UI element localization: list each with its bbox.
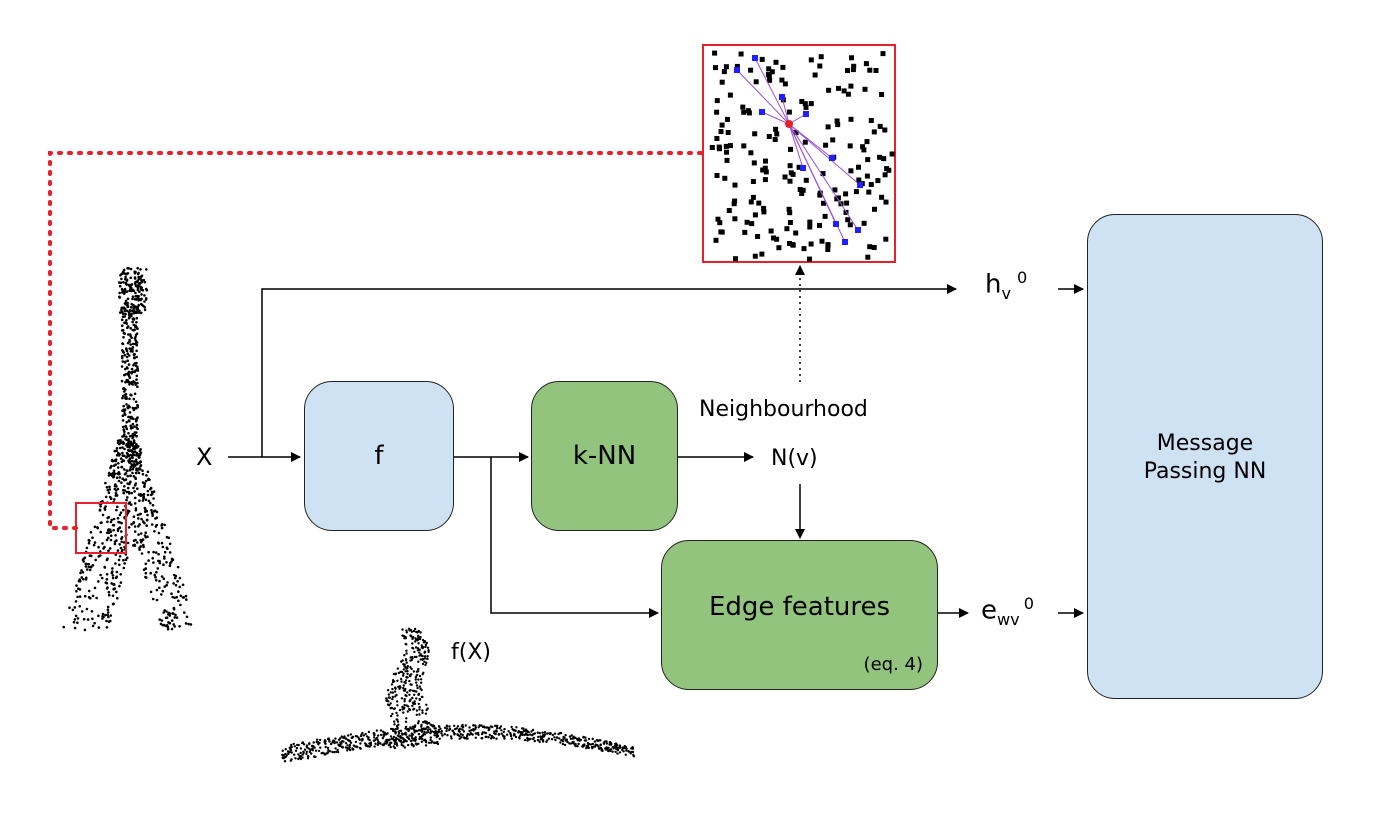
f-label: f xyxy=(374,441,384,471)
h-subscript: v xyxy=(1001,283,1012,303)
arrow-f-to-edge xyxy=(490,457,659,618)
zoom-connector xyxy=(48,151,705,530)
e-output-label: ewv0 xyxy=(981,594,1034,629)
guitar-point-cloud-icon xyxy=(62,266,193,632)
knn-box: k-NN xyxy=(531,381,678,531)
mpnn-label-line1: Message xyxy=(1156,431,1254,456)
fx-label: f(X) xyxy=(451,640,491,665)
mpnn-box: Message Passing NN xyxy=(1087,214,1323,699)
input-label: X xyxy=(196,443,213,471)
e-superscript: 0 xyxy=(1023,594,1034,613)
neighbourhood-label: Neighbourhood xyxy=(699,397,868,422)
edge-features-label: Edge features xyxy=(708,592,891,622)
h-superscript: 0 xyxy=(1017,268,1028,287)
h-base: h xyxy=(985,269,1002,300)
edge-features-box: Edge features (eq. 4) xyxy=(661,540,938,690)
transformed-point-cloud-icon xyxy=(281,627,635,763)
zoomed-neighbourhood-icon xyxy=(702,44,896,263)
edge-features-ref: (eq. 4) xyxy=(863,654,923,675)
knn-label: k-NN xyxy=(572,441,637,471)
h-output-label: hv0 xyxy=(985,268,1027,303)
f-box: f xyxy=(304,381,454,531)
arrow-x-to-h xyxy=(261,284,957,457)
e-base: e xyxy=(981,595,997,626)
mpnn-label-line2: Passing NN xyxy=(1143,459,1267,484)
nv-label: N(v) xyxy=(771,446,818,471)
e-subscript: wv xyxy=(997,609,1020,629)
